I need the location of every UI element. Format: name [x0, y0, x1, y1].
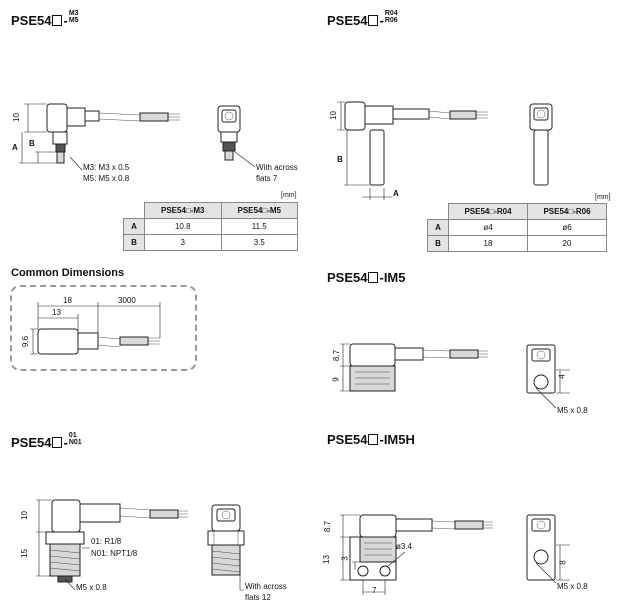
model-box-icon: [52, 15, 63, 26]
note-n01-r18: 01: R1/8: [91, 537, 122, 546]
dim-common-13: 13: [52, 308, 61, 317]
variant-r04: R04: [384, 10, 398, 17]
dim-common-3000: 3000: [118, 296, 136, 305]
table-row: A 10.8 11.5: [123, 218, 298, 235]
dim-r04r06-a: A: [393, 189, 399, 198]
table-header: PSE54□-R06: [527, 203, 607, 220]
model-box-icon: [368, 434, 379, 445]
across-n01-line1: With across: [245, 582, 287, 591]
table-m3m5: PSE54□-M3 PSE54□-M5 A 10.8 11.5 B 3 3.5: [123, 202, 298, 251]
unit-m3m5: [mm]: [281, 192, 297, 199]
note-n01-npt18: N01: NPT1/8: [91, 549, 138, 558]
variant-n01: N01: [68, 439, 82, 446]
unit-r04r06: [mm]: [595, 194, 611, 201]
model-box-icon: [52, 437, 63, 448]
dim-m3m5-a: A: [12, 143, 18, 152]
across-m3m5-line1: With across: [256, 163, 298, 172]
model-box-icon: [368, 272, 379, 283]
model-box-icon: [368, 15, 379, 26]
dim-im5h-8: 8: [558, 560, 568, 565]
title-common: Common Dimensions: [11, 267, 125, 279]
common-dimensions-frame: [10, 285, 197, 371]
note-m3: M3: M3 x 0.5: [83, 163, 130, 172]
variant-m5: M5: [68, 17, 79, 24]
note-im5-thread: M5 x 0.8: [557, 406, 588, 415]
title-im5h: PSE54-IM5H: [327, 432, 415, 447]
dim-im5h-7: 7: [372, 586, 377, 595]
table-r04r06: PSE54□-R04 PSE54□-R06 A ø4 ø6 B 18 20: [427, 203, 607, 252]
title-im5: PSE54-IM5: [327, 270, 406, 285]
table-row: B 18 20: [427, 235, 607, 252]
dim-im5h-13: 13: [321, 555, 331, 564]
dim-r04r06-b: B: [337, 155, 343, 164]
dim-im5h-hole: ø3.4: [396, 542, 413, 551]
note-im5h-thread: M5 x 0.8: [557, 582, 588, 591]
table-corner: [123, 202, 145, 219]
table-header: PSE54□-M5: [220, 202, 298, 219]
table-row: B 3 3.5: [123, 234, 298, 251]
dim-im5h-3: 3: [340, 556, 350, 561]
note-n01-thread: M5 x 0.8: [76, 583, 107, 592]
dim-im5h-8-7: 8.7: [323, 520, 333, 533]
dim-common-18: 18: [63, 296, 72, 305]
note-m5: M5: M5 x 0.8: [83, 174, 130, 183]
variant-01: 01: [68, 432, 77, 439]
across-n01-line2: flats 12: [245, 593, 271, 602]
table-header: PSE54□-M3: [144, 202, 222, 219]
across-m3m5-line2: flats 7: [256, 174, 278, 183]
dim-m3m5-b: B: [29, 139, 35, 148]
variant-m3: M3: [68, 10, 79, 17]
variant-r06: R06: [384, 17, 398, 24]
